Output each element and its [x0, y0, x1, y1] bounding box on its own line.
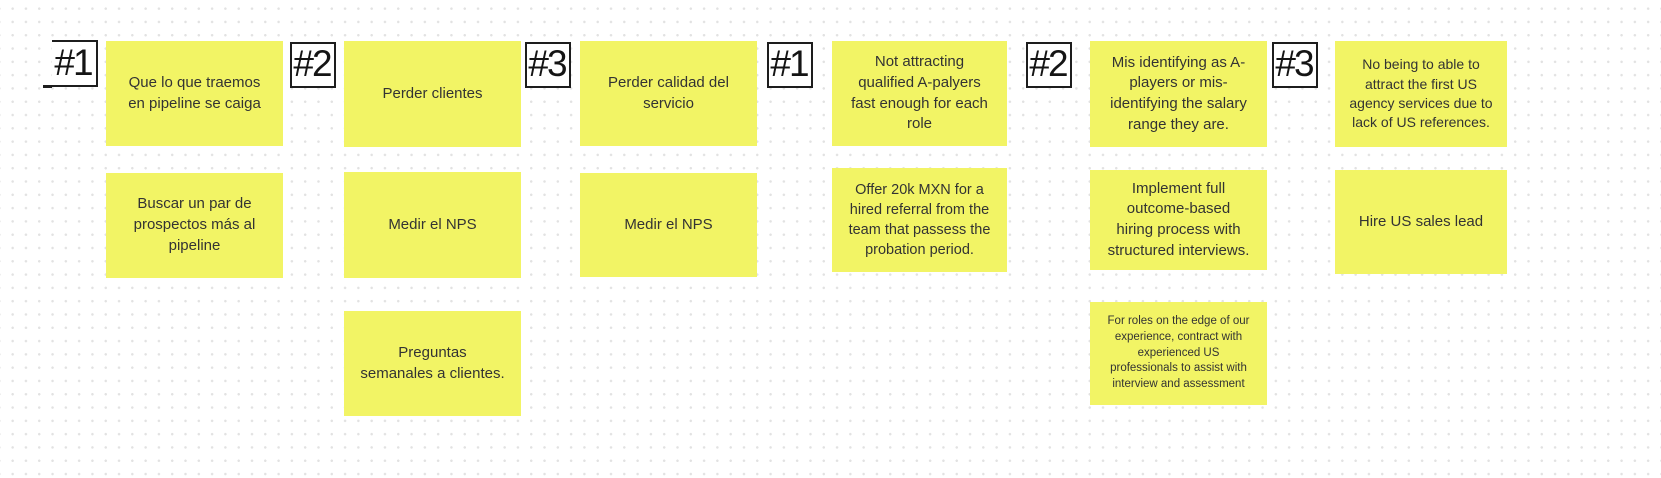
sticky-note[interactable]: Preguntas semanales a clientes. [344, 311, 521, 416]
sticky-note-text: Perder clientes [382, 84, 483, 102]
sticky-note-text: Que lo que traemos en pipeline se caiga [128, 73, 261, 112]
frame-label[interactable]: #1 [43, 40, 98, 88]
frame-label[interactable]: #3 [1272, 42, 1318, 88]
sticky-note-text: Buscar un par de prospectos más al pipel… [133, 195, 256, 254]
sticky-note[interactable]: Offer 20k MXN for a hired referral from … [832, 168, 1007, 272]
sticky-note[interactable]: No being to able to attract the first US… [1335, 41, 1507, 147]
sticky-note-text: Medir el NPS [624, 215, 713, 233]
sticky-note[interactable]: Not attracting qualified A-palyers fast … [832, 41, 1007, 146]
sticky-note-text: Preguntas semanales a clientes. [360, 343, 505, 382]
sticky-note[interactable]: Medir el NPS [344, 172, 521, 278]
sticky-note-text: Offer 20k MXN for a hired referral from … [848, 182, 991, 258]
sticky-note-text: Perder calidad del servicio [608, 73, 729, 112]
frame-label[interactable]: #2 [1026, 42, 1072, 88]
sticky-note[interactable]: Perder clientes [344, 41, 521, 147]
sticky-note-text: Hire US sales lead [1358, 212, 1484, 230]
sticky-note[interactable]: For roles on the edge of our experience,… [1090, 302, 1267, 405]
sticky-note[interactable]: Mis identifying as A- players or mis- id… [1090, 41, 1267, 147]
frame-label[interactable]: #2 [290, 42, 336, 88]
frame-label[interactable]: #1 [767, 42, 813, 88]
sticky-note-text: Mis identifying as A- players or mis- id… [1110, 53, 1247, 133]
sticky-note-text: Implement full outcome-based hiring proc… [1107, 179, 1250, 259]
sticky-note[interactable]: Implement full outcome-based hiring proc… [1090, 170, 1267, 270]
sticky-note[interactable]: Medir el NPS [580, 173, 757, 277]
sticky-note-text: No being to able to attract the first US… [1349, 56, 1493, 131]
sticky-note[interactable]: Hire US sales lead [1335, 170, 1507, 274]
frame-label[interactable]: #3 [525, 42, 571, 88]
sticky-note[interactable]: Perder calidad del servicio [580, 41, 757, 146]
sticky-note[interactable]: Que lo que traemos en pipeline se caiga [106, 41, 283, 146]
sticky-note-text: For roles on the edge of our experience,… [1107, 314, 1250, 391]
sticky-note[interactable]: Buscar un par de prospectos más al pipel… [106, 173, 283, 278]
sticky-note-text: Medir el NPS [388, 215, 477, 233]
sticky-note-text: Not attracting qualified A-palyers fast … [851, 53, 988, 133]
